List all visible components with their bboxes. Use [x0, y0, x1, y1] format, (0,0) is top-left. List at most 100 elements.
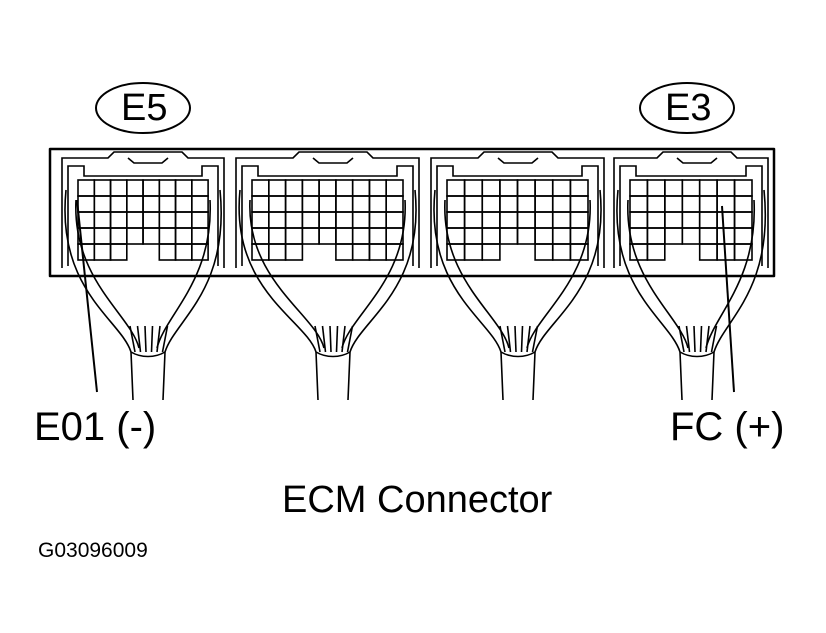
pin-cavity: [142, 179, 161, 197]
pin-cavity: [109, 195, 128, 213]
pin-cavity: [318, 195, 337, 213]
harness-wire-left-2: [238, 189, 317, 353]
wire-tuft: [514, 325, 517, 353]
pin-cavity: [733, 211, 753, 229]
pin-cavity: [733, 179, 753, 197]
pin-cavity: [318, 211, 337, 229]
pin-cavity: [267, 195, 287, 213]
harness-sleeve-rim-2: [315, 351, 351, 358]
wire-tuft: [499, 325, 506, 353]
pin-cavity: [534, 179, 554, 197]
harness-sleeve-rim-4: [679, 351, 715, 358]
pin-cavity: [516, 179, 536, 197]
pin-cavity: [318, 179, 337, 197]
pin-cavity: [284, 243, 304, 261]
pin-cavity: [551, 243, 572, 261]
connector-block-inner-4: [619, 165, 763, 266]
pin-cavity: [368, 227, 387, 245]
pin-cavity: [534, 243, 554, 261]
wire-tuft: [710, 325, 718, 353]
harness-wire-inner-left-3: [444, 199, 510, 349]
pin-cavity: [733, 243, 753, 261]
connector-block-inner-3: [436, 165, 599, 266]
pin-cavity: [251, 211, 270, 229]
pin-cavity: [93, 211, 112, 229]
wire-tuft: [531, 325, 539, 353]
pin-cavity: [385, 195, 404, 213]
wire-tuft: [705, 325, 710, 353]
pin-cavity: [551, 211, 572, 229]
pin-cavity: [481, 211, 501, 229]
pin-cavity: [284, 195, 304, 213]
pin-cavity: [158, 195, 177, 213]
connector-label-e5: E5: [121, 87, 168, 129]
pin-cavity: [516, 227, 536, 245]
e01-leader-line: [76, 199, 98, 393]
pin-cavity: [301, 179, 320, 197]
harness-sleeve-3: [500, 351, 536, 401]
pin-cavity: [481, 195, 501, 213]
pin-cavity: [142, 195, 161, 213]
connector-block-1: [61, 151, 225, 268]
pin-cavity: [109, 227, 128, 245]
harness-sleeve-1: [130, 351, 166, 401]
pin-cavity: [534, 211, 554, 229]
pin-cavity: [191, 195, 209, 213]
pin-cavity: [463, 243, 484, 261]
pin-cavity: [499, 211, 519, 229]
harness-wire-inner-right-4: [705, 199, 755, 349]
pin-cavity: [716, 195, 736, 213]
pin-cavity: [267, 211, 287, 229]
connector-block-4: [613, 151, 769, 268]
wire-tuft: [144, 325, 147, 353]
wire-tuft: [161, 325, 169, 353]
harness-wire-right-4: [713, 189, 767, 353]
pin-cavity: [351, 211, 371, 229]
pin-cavity: [142, 227, 161, 245]
pin-cavity: [664, 195, 684, 213]
pin-cavity: [551, 179, 572, 197]
pin-cavity: [681, 211, 701, 229]
pin-cavity: [158, 227, 177, 245]
pin-cavity: [126, 179, 144, 197]
pin-cavity: [174, 243, 193, 261]
pin-label-e01: E01 (-): [34, 405, 157, 449]
pin-cavity: [629, 211, 649, 229]
pin-cavity: [569, 179, 589, 197]
harness-sleeve-4: [679, 351, 715, 401]
harness-wire-left-4: [616, 189, 681, 353]
harness-sleeve-2: [315, 351, 351, 401]
pin-cavity: [463, 227, 484, 245]
pin-cavity: [351, 179, 371, 197]
pin-cavity: [551, 195, 572, 213]
pin-cavity: [698, 211, 718, 229]
pin-cavity: [698, 227, 718, 245]
pin-cavity: [174, 179, 193, 197]
pin-cavity: [158, 179, 177, 197]
diagram-caption: ECM Connector: [282, 479, 553, 521]
connector-latch-2: [312, 157, 354, 164]
pin-cavity: [551, 227, 572, 245]
harness-wire-inner-left-2: [249, 199, 325, 349]
wire-tuft: [699, 325, 703, 353]
pin-cavity: [569, 211, 589, 229]
pin-cavity: [646, 243, 666, 261]
pin-cavity: [335, 243, 354, 261]
connector-latch-1: [127, 157, 169, 164]
pin-cavity: [446, 195, 466, 213]
pin-cavity: [716, 211, 736, 229]
pin-cavity: [191, 227, 209, 245]
wire-tuft: [156, 325, 161, 353]
pin-cavity: [446, 211, 466, 229]
pin-cavity: [733, 227, 753, 245]
pin-cavity: [646, 211, 666, 229]
connector-latch-3: [497, 157, 539, 164]
pin-cavity: [716, 179, 736, 197]
pin-cavity: [335, 195, 354, 213]
harness-wire-right-3: [534, 189, 602, 353]
harness-wire-inner-right-2: [341, 199, 406, 349]
harness-sleeve-rim-1: [130, 351, 166, 358]
pin-cavity: [267, 179, 287, 197]
pin-cavity: [569, 195, 589, 213]
harness-wire-inner-right-3: [526, 199, 591, 349]
